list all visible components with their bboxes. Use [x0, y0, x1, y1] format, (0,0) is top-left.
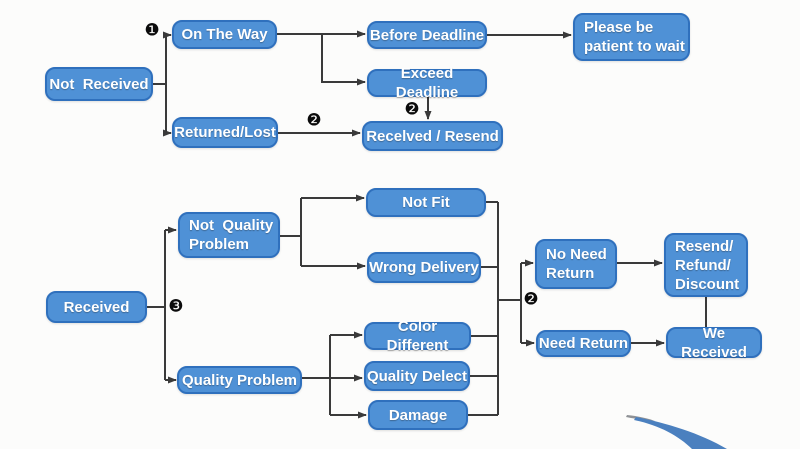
resend-refund-discount-node: Resend/ Refund/ Discount: [664, 233, 748, 297]
color-different-node: Color Different: [364, 318, 471, 354]
quality-delect-node: Quality Delect: [364, 361, 470, 391]
not-received-node: Not Received: [45, 67, 153, 101]
before-deadline-node: Before Deadline: [367, 21, 487, 49]
damage-node: Damage: [368, 400, 468, 430]
connector-line-5: [321, 34, 366, 86]
we-received-node: We Received: [666, 325, 762, 361]
not-fit-node: Not Fit: [366, 188, 486, 217]
badge-2-exceed-deadline-icon: ❷: [404, 99, 420, 120]
quality-problem-node: Quality Problem: [177, 366, 302, 394]
need-return-node: Need Return: [536, 330, 631, 357]
received-resend-node: Recelved / Resend: [362, 121, 503, 151]
exceed-deadline-node: Exceed Deadline: [367, 65, 487, 101]
no-need-return-node: No Need Return: [535, 239, 617, 289]
badge-1-on-the-way-icon: ❶: [144, 20, 160, 41]
badge-3-received-icon: ❸: [168, 296, 184, 317]
please-be-patient-node: Please be patient to wait: [573, 13, 690, 61]
on-the-way-node: On The Way: [172, 20, 277, 49]
badge-2-returned-lost-icon: ❷: [306, 110, 322, 131]
badge-2-return-branch-icon: ❷: [523, 289, 539, 310]
wrong-delivery-node: Wrong Delivery: [367, 252, 481, 283]
swoosh-body-icon: [634, 417, 727, 449]
returned-lost-node: Returned/Lost: [172, 117, 278, 148]
not-quality-problem-node: Not Quality Problem: [178, 212, 280, 258]
received-node: Received: [46, 291, 147, 323]
